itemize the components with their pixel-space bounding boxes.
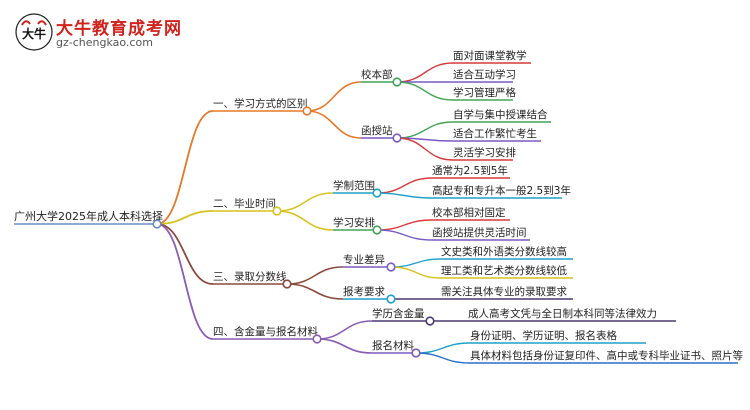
- leaf-link-4-2-2: [415, 352, 471, 364]
- leaf-link-4-2-1: [415, 342, 471, 354]
- sub-node-4-1-dot: [425, 316, 435, 326]
- leaf-link-1-1-1: [396, 62, 454, 83]
- leaf-link-3-1-1: [390, 258, 442, 268]
- leaf-node-1-2-3: 灵活学习安排: [453, 146, 516, 159]
- branch-link-1: [156, 110, 214, 225]
- sub-node-1-2-dot: [392, 133, 402, 143]
- mindmap-links: [14, 62, 738, 364]
- branch-link-4: [156, 223, 214, 340]
- sub-link-2-1: [276, 192, 334, 212]
- branch-4-dot: [312, 334, 322, 344]
- sub-node-2-1: 学制范围: [333, 179, 375, 192]
- leaf-link-2-1-2: [376, 192, 433, 199]
- sub-link-3-2: [286, 283, 344, 300]
- sub-node-1-1-dot: [392, 77, 402, 87]
- sub-node-4-1: 学历含金量: [372, 307, 425, 320]
- sub-node-4-2: 报名材料: [372, 339, 414, 352]
- leaf-node-2-1-1: 通常为2.5到5年: [432, 164, 508, 177]
- root-node-dot: [152, 219, 162, 229]
- leaf-link-2-1-1: [376, 177, 433, 194]
- sub-node-4-2-dot: [411, 348, 421, 358]
- branch-3: 三、录取分数线: [213, 270, 287, 283]
- branch-link-3: [156, 223, 214, 285]
- leaf-link-1-1-3: [396, 81, 454, 101]
- sub-node-1-1: 校本部: [361, 68, 393, 81]
- leaf-node-2-2-1: 校本部相对固定: [432, 206, 506, 219]
- mindmap-nodes: 广州大学2025年成人本科选择 一、学习方式的区别 校本部 面对面课堂教学适合互动学习…: [14, 49, 743, 362]
- leaf-node-1-2-2: 适合工作繁忙考生: [453, 127, 537, 140]
- logo-mark: 大牛: [22, 26, 46, 41]
- sub-node-3-1: 专业差异: [343, 253, 385, 266]
- leaf-node-4-2-1: 身份证明、学历证明、报名表格: [470, 329, 617, 342]
- sub-link-1-2: [306, 110, 362, 139]
- leaf-link-3-1-2: [390, 266, 442, 279]
- leaf-node-2-2-2: 函授站提供灵活时间: [432, 226, 527, 239]
- sub-link-4-1: [316, 320, 373, 340]
- leaf-node-3-2-1: 需关注具体专业的录取要求: [441, 285, 567, 298]
- sub-node-3-2: 报考要求: [343, 285, 385, 298]
- leaf-link-1-2-3: [396, 137, 454, 161]
- sub-node-3-2-dot: [386, 294, 396, 304]
- sub-link-1-1: [306, 81, 362, 112]
- leaf-node-1-1-2: 适合互动学习: [453, 68, 516, 81]
- leaf-node-3-1-2: 理工类和艺术类分数线较低: [441, 264, 567, 277]
- sub-node-3-1-dot: [386, 262, 396, 272]
- branch-3-dot: [282, 279, 292, 289]
- sub-node-2-2-dot: [372, 225, 382, 235]
- leaf-link-2-2-1: [376, 219, 433, 231]
- bull-logo-icon: 大牛: [15, 13, 53, 51]
- leaf-node-2-1-2: 高起专和专升本一般2.5到3年: [432, 184, 571, 197]
- sub-node-2-2: 学习安排: [333, 216, 375, 229]
- leaf-node-4-2-2: 具体材料包括身份证复印件、高中或专科毕业证书、照片等: [470, 349, 743, 362]
- sub-link-3-1: [286, 266, 344, 285]
- branch-2-dot: [272, 206, 282, 216]
- leaf-link-2-2-2: [376, 229, 433, 241]
- branch-1: 一、学习方式的区别: [213, 97, 308, 110]
- branch-link-2: [156, 210, 214, 225]
- sub-node-2-1-dot: [372, 188, 382, 198]
- sub-link-2-2: [276, 210, 334, 231]
- root-node: 广州大学2025年成人本科选择: [14, 209, 163, 223]
- logo-title: 大牛教育成考网: [56, 19, 182, 39]
- branch-4: 四、含金量与报名材料: [213, 325, 318, 338]
- logo-url: gz-chengkao.com: [56, 36, 153, 49]
- leaf-link-1-2-1: [396, 121, 454, 139]
- branch-1-dot: [302, 106, 312, 116]
- branch-2: 二、毕业时间: [213, 197, 276, 210]
- sub-link-4-2: [316, 338, 373, 354]
- leaf-node-4-1-1: 成人高考文凭与全日制本科同等法律效力: [468, 307, 657, 320]
- leaf-node-3-1-1: 文史类和外语类分数线较高: [441, 245, 567, 258]
- leaf-node-1-1-3: 学习管理严格: [453, 86, 516, 99]
- sub-node-1-2: 函授站: [361, 124, 393, 137]
- leaf-node-1-2-1: 自学与集中授课结合: [453, 108, 548, 121]
- leaf-node-1-1-1: 面对面课堂教学: [453, 49, 527, 62]
